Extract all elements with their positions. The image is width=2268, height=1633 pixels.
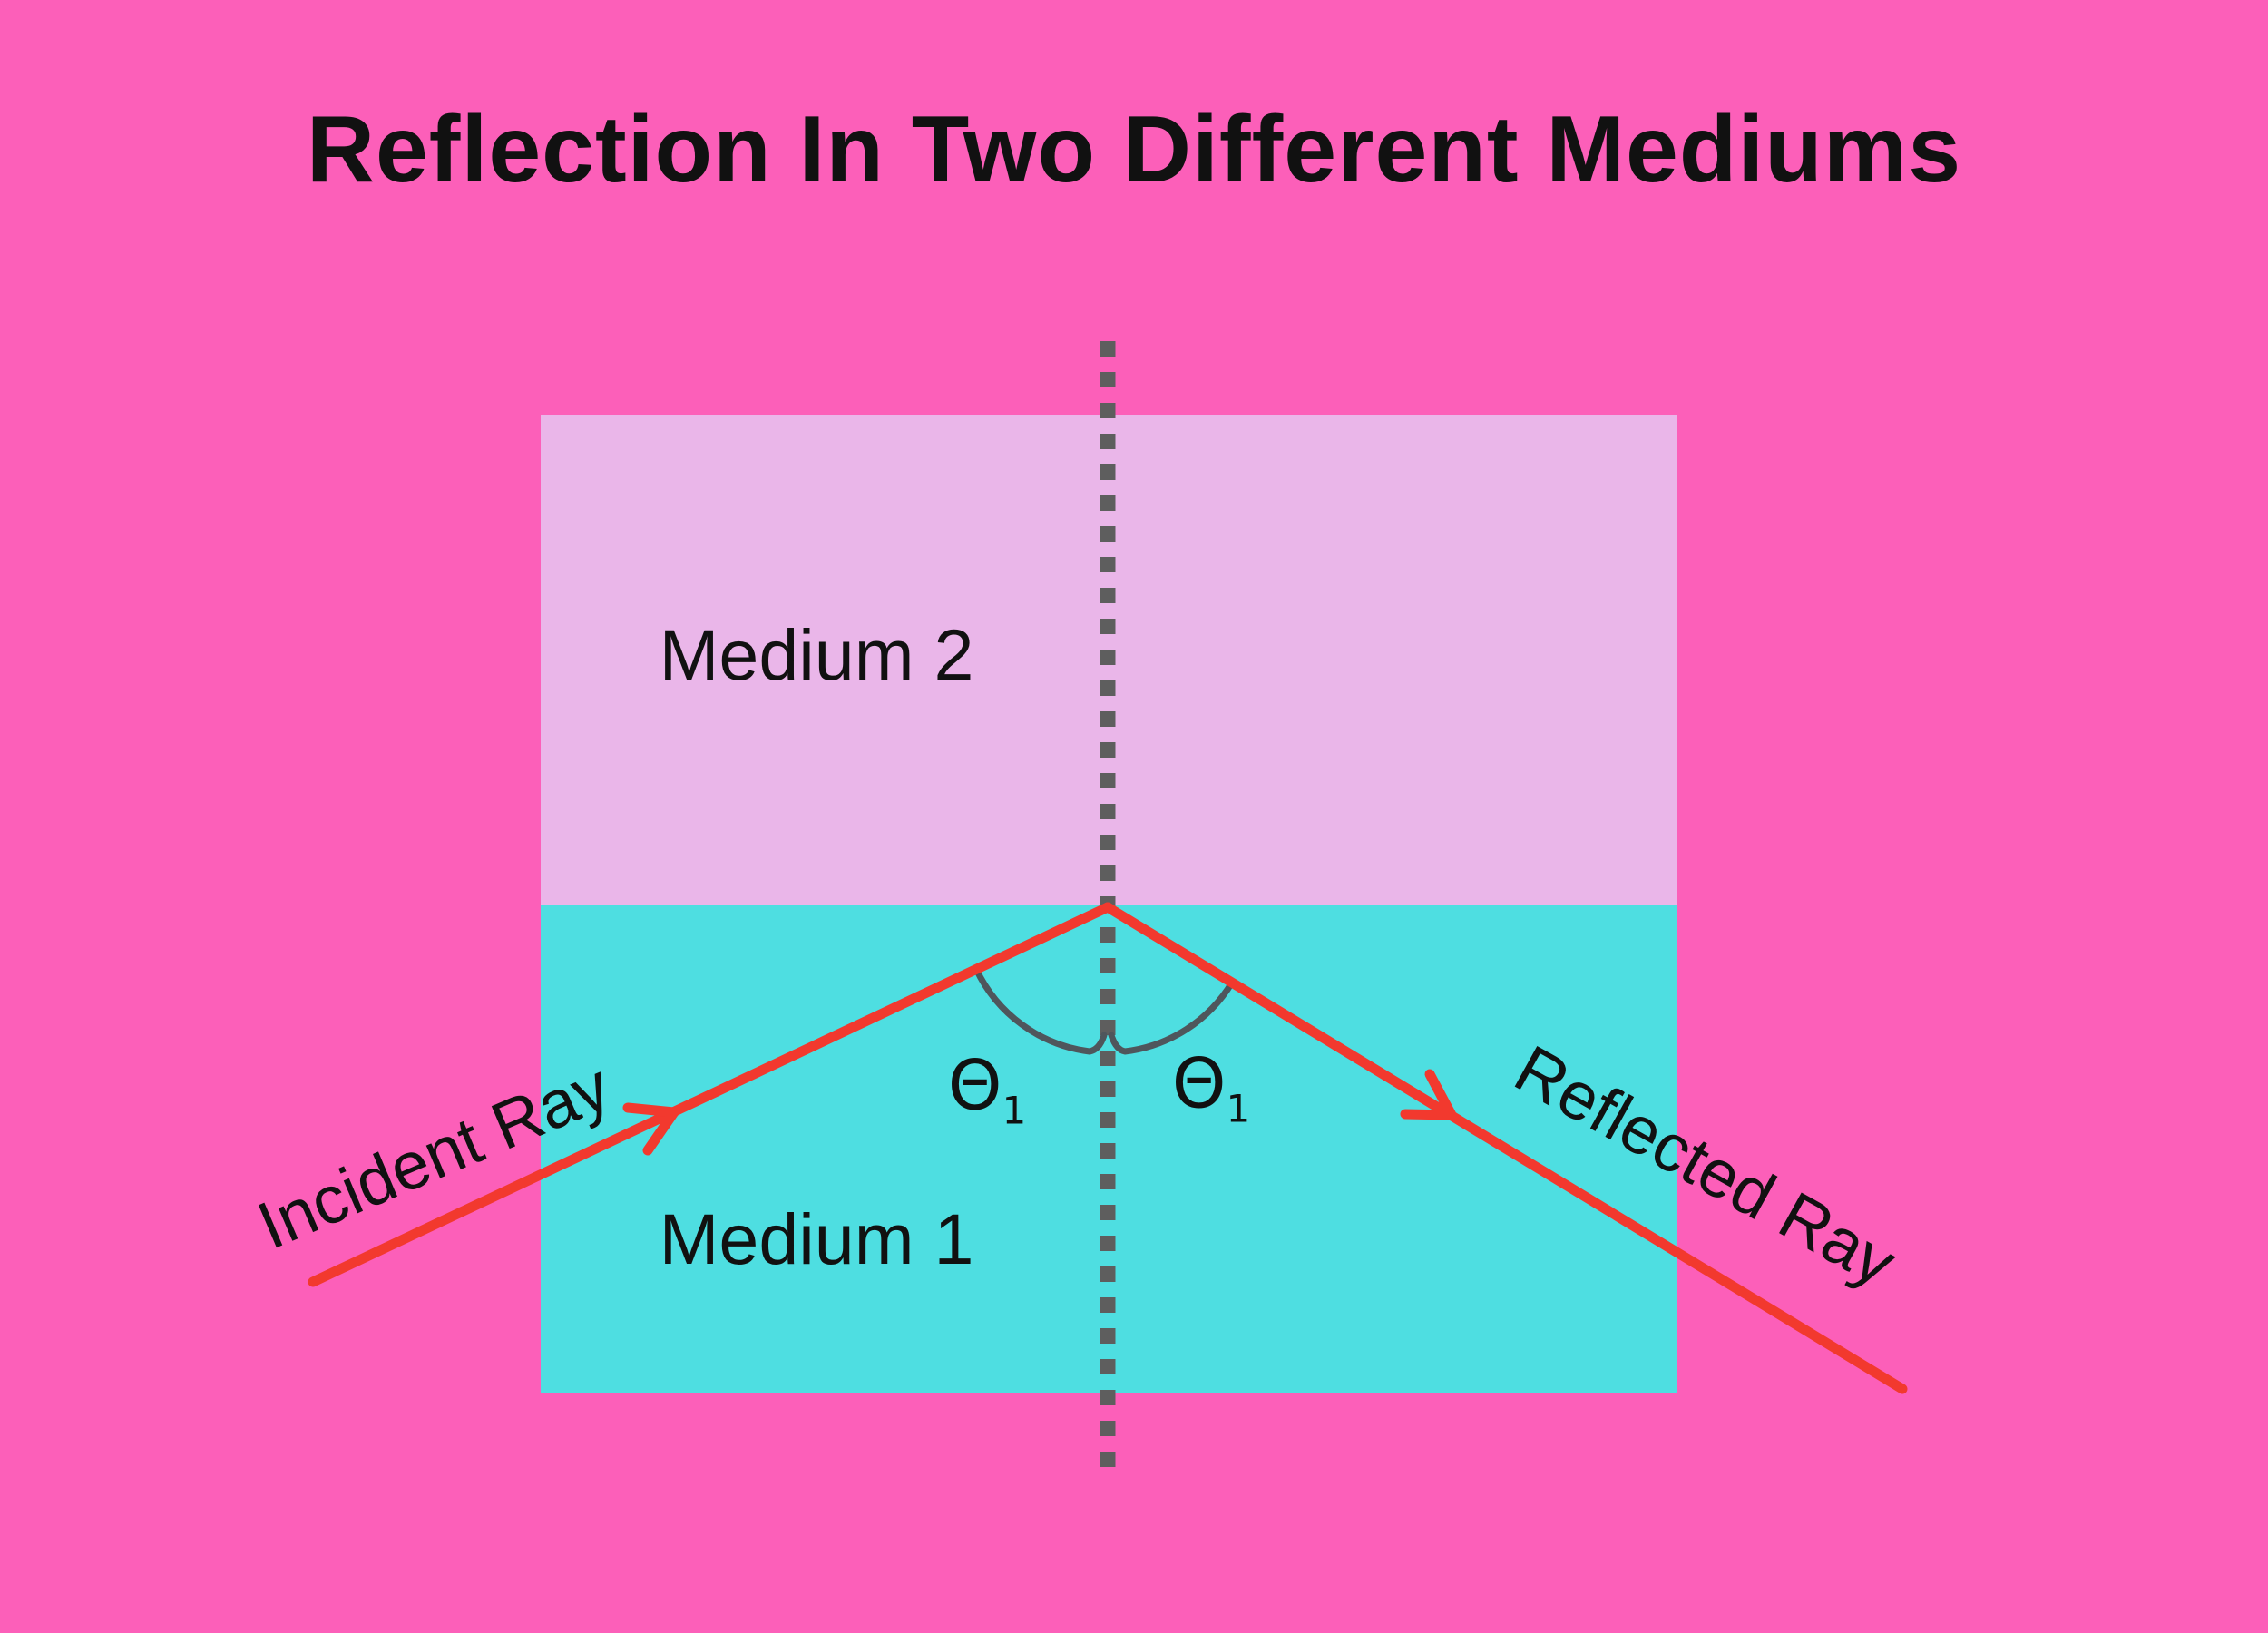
angle-label-left: Θ1 — [947, 1044, 1026, 1130]
medium-1-label: Medium 1 — [659, 1198, 974, 1279]
theta-subscript: 1 — [1226, 1086, 1251, 1131]
medium-2-label: Medium 2 — [659, 614, 974, 695]
medium-1-region — [541, 905, 1677, 1393]
page-title: Reflection In Two Different Mediums — [306, 97, 1962, 202]
theta-symbol: Θ — [947, 1044, 1002, 1126]
theta-symbol: Θ — [1171, 1042, 1227, 1124]
angle-label-right: Θ1 — [1171, 1042, 1250, 1129]
theta-subscript: 1 — [1002, 1088, 1027, 1133]
